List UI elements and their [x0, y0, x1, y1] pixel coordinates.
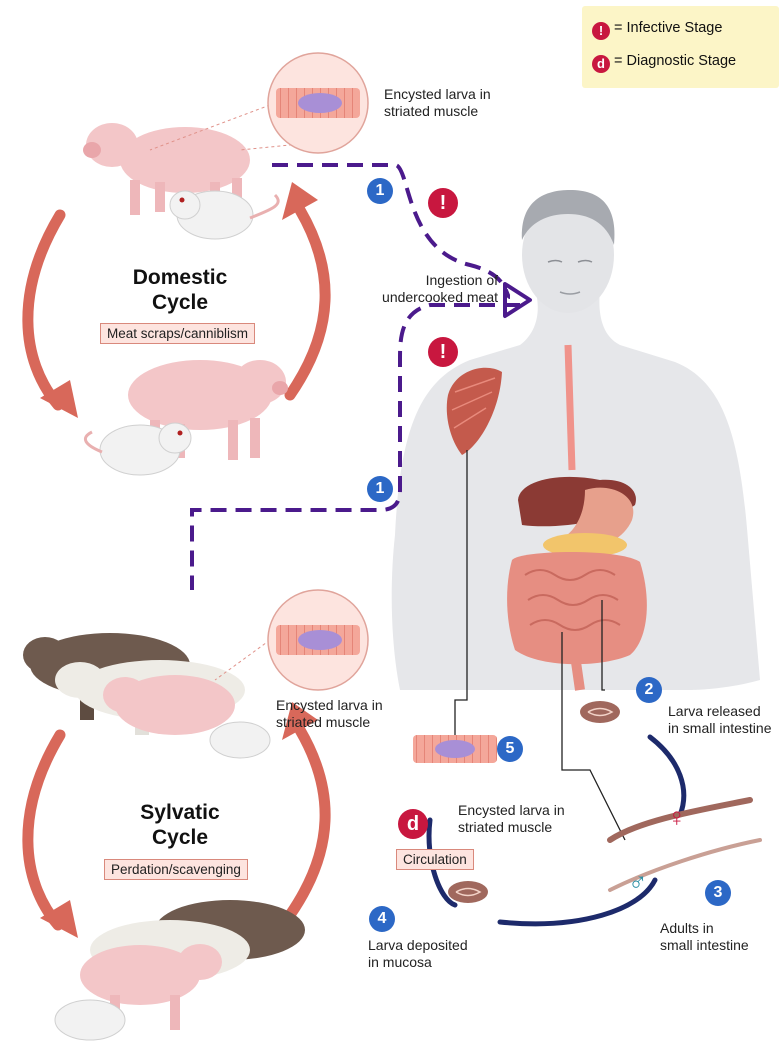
sylvatic-title-line1: Sylvatic [110, 800, 250, 825]
diagnostic-stage-icon: d [592, 55, 610, 73]
rat-top [170, 191, 278, 239]
step-5-label-line2: striated muscle [458, 819, 565, 836]
step-3-badge: 3 [705, 880, 731, 906]
sylvatic-inset-label-line2: striated muscle [276, 714, 383, 731]
ingestion-label-line1: Ingestion of [372, 272, 498, 289]
sylvatic-inset-label: Encysted larva in striated muscle [276, 697, 383, 731]
domestic-inset-label: Encysted larva in striated muscle [384, 86, 491, 120]
step-4-badge: 4 [369, 906, 395, 932]
female-symbol: ♀ [667, 803, 687, 831]
male-symbol: ♂ [628, 868, 648, 896]
domestic-inset-label-line2: striated muscle [384, 103, 491, 120]
sylvatic-cycle-box: Perdation/scavenging [104, 859, 248, 880]
human-figure [392, 190, 760, 690]
circulation-box: Circulation [396, 849, 474, 870]
legend-diagnostic-row: d= Diagnostic Stage [592, 52, 736, 73]
step-3-label-line2: small intestine [660, 937, 749, 954]
domestic-cycle-title: Domestic Cycle [110, 265, 250, 315]
larva-step2 [580, 701, 620, 723]
step-1-badge-top: 1 [367, 178, 393, 204]
sylvatic-inset-label-line1: Encysted larva in [276, 697, 383, 714]
ingestion-label: Ingestion of undercooked meat [372, 272, 498, 306]
step-4-label: Larva deposited in mucosa [368, 937, 468, 971]
step-3-label-line1: Adults in [660, 920, 749, 937]
sylvatic-title-line2: Cycle [110, 825, 250, 850]
step-2-badge: 2 [636, 677, 662, 703]
infective-stage-icon-bottom: ! [428, 337, 458, 367]
legend-infective-row: != Infective Stage [592, 19, 722, 40]
step-2-label-line2: in small intestine [668, 720, 772, 737]
legend-diagnostic-label: = Diagnostic Stage [614, 53, 736, 69]
larva-step4 [448, 881, 488, 903]
step-3-label: Adults in small intestine [660, 920, 749, 954]
domestic-cycle-box: Meat scraps/canniblism [100, 323, 255, 344]
step-1-badge-bottom: 1 [367, 476, 393, 502]
step-4-label-line1: Larva deposited [368, 937, 468, 954]
step-4-label-line2: in mucosa [368, 954, 468, 971]
infective-stage-icon: ! [592, 22, 610, 40]
step-5-label-line1: Encysted larva in [458, 802, 565, 819]
domestic-title-line1: Domestic [110, 265, 250, 290]
legend: != Infective Stage d= Diagnostic Stage [582, 6, 779, 88]
domestic-inset-label-line1: Encysted larva in [384, 86, 491, 103]
legend-infective-label: = Infective Stage [614, 20, 722, 36]
rat-bottom [85, 423, 191, 475]
step-2-label: Larva released in small intestine [668, 703, 772, 737]
diagnostic-stage-icon-main: d [398, 809, 428, 839]
sylvatic-cycle-title: Sylvatic Cycle [110, 800, 250, 850]
ingestion-label-line2: undercooked meat [372, 289, 498, 306]
step-5-badge: 5 [497, 736, 523, 762]
sylvatic-animals-bottom [55, 900, 305, 1040]
ingestion-arrowhead [505, 284, 530, 316]
muscle-step5 [413, 735, 497, 763]
domestic-title-line2: Cycle [110, 290, 250, 315]
step-5-label: Encysted larva in striated muscle [458, 802, 565, 836]
infective-stage-icon-top: ! [428, 188, 458, 218]
muscle-inset-sylvatic [215, 590, 368, 690]
step-2-label-line1: Larva released [668, 703, 772, 720]
